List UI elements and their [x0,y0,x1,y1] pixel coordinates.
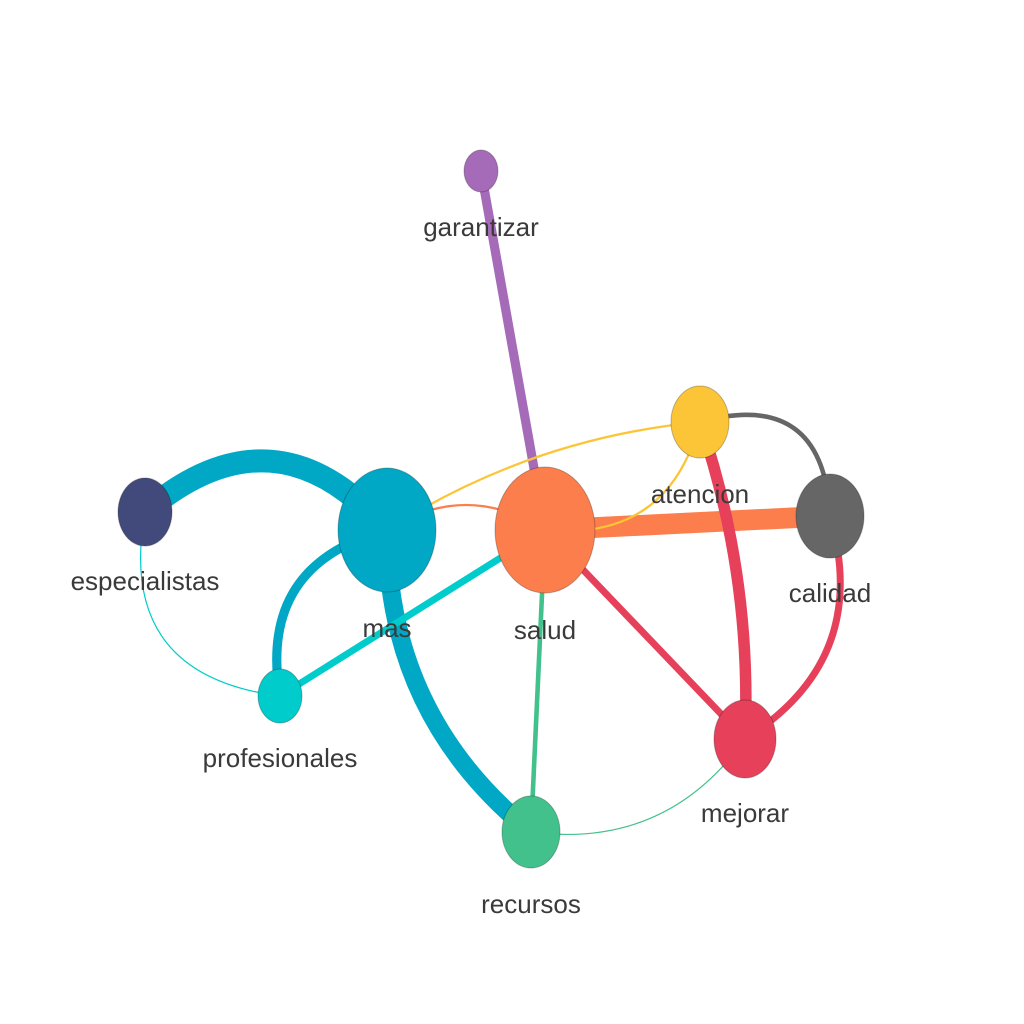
edge-especialistas-profesionales [140,511,281,697]
nodes-layer [117,149,865,869]
node-garantizar[interactable] [463,149,499,193]
node-especialistas[interactable] [117,477,173,547]
edge-atencion-mejorar [694,416,752,745]
node-label-atencion: atencion [651,479,749,509]
node-label-profesionales: profesionales [203,743,358,773]
node-label-calidad: calidad [789,578,871,608]
labels-layer: garantizar atencion especialistas mas salud c… [71,212,872,919]
node-label-recursos: recursos [481,889,581,919]
node-label-especialistas: especialistas [71,566,220,596]
node-mejorar[interactable] [713,699,777,779]
node-label-garantizar: garantizar [423,212,539,242]
node-mas[interactable] [337,467,437,593]
node-calidad[interactable] [795,473,865,559]
node-label-mas: mas [362,613,411,643]
node-label-salud: salud [514,615,576,645]
node-profesionales[interactable] [257,668,303,724]
node-recursos[interactable] [501,795,561,869]
node-label-mejorar: mejorar [701,798,789,828]
node-atencion[interactable] [670,385,730,459]
node-salud[interactable] [494,466,596,594]
